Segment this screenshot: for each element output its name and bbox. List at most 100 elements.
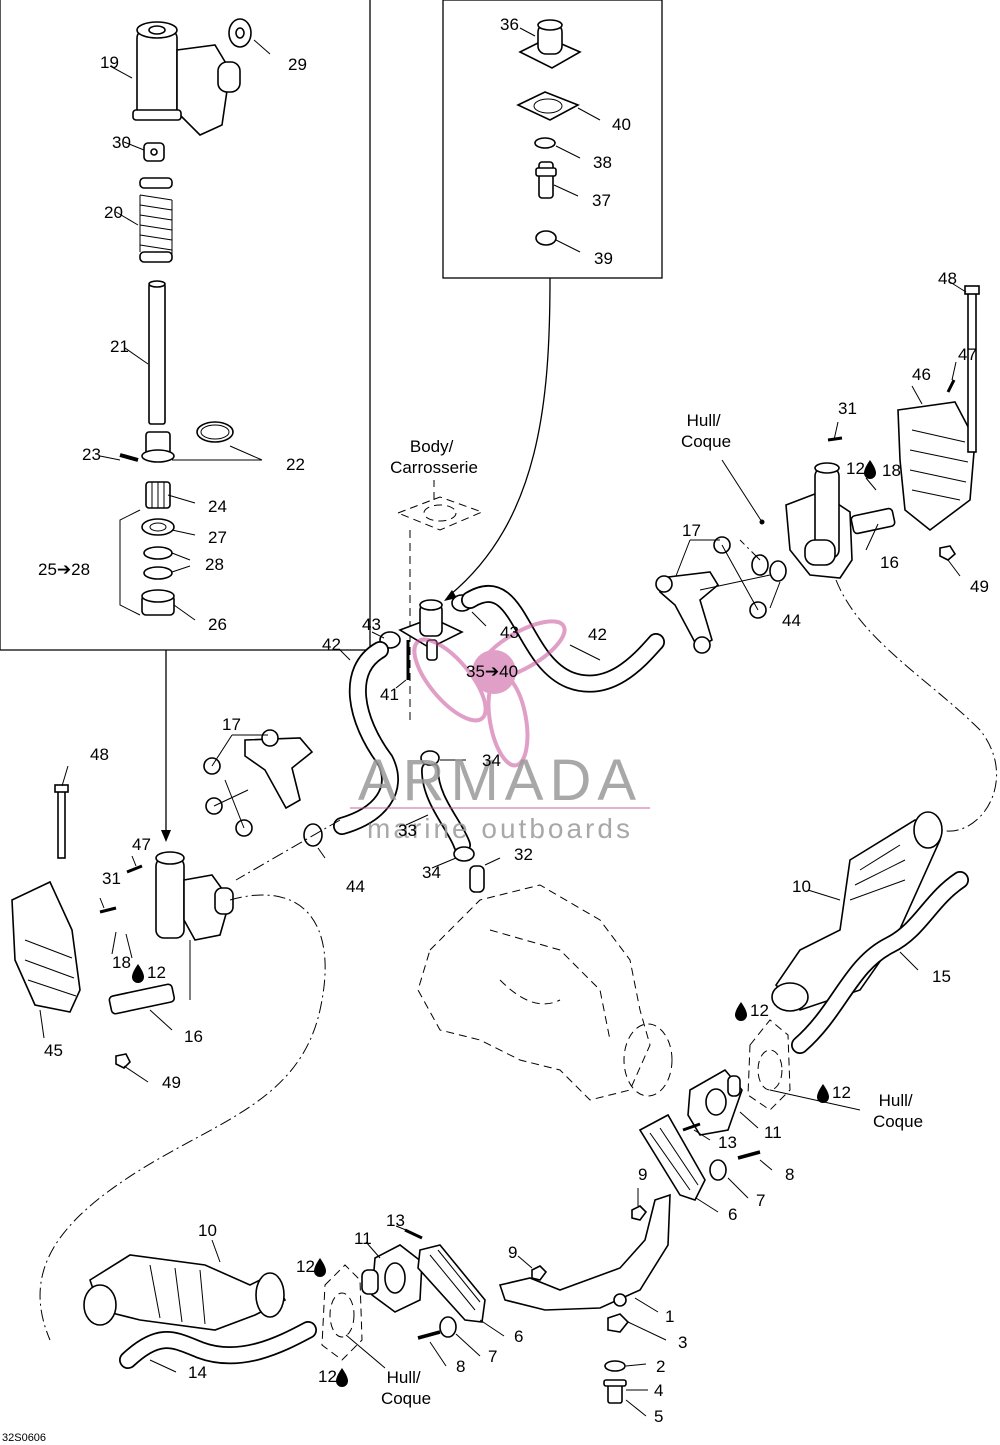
callout-42: 42	[588, 625, 607, 644]
callout-38: 38	[593, 153, 612, 172]
callout-12: 12	[846, 459, 865, 478]
bracket-25-28	[119, 509, 141, 616]
callout-33: 33	[398, 821, 417, 840]
callout-31: 31	[102, 869, 121, 888]
callout-31: 31	[838, 399, 857, 418]
callout-12: 12	[832, 1083, 851, 1102]
nut-49-left	[115, 1053, 131, 1069]
callout-7: 7	[756, 1191, 765, 1210]
callout-16: 16	[184, 1027, 203, 1046]
hose-14	[119, 1321, 317, 1369]
screw-13-left	[404, 1228, 423, 1240]
callout-39: 39	[594, 249, 613, 268]
washer-7-left	[439, 1316, 457, 1338]
callout-12: 12	[318, 1367, 337, 1386]
spline-16-right	[850, 507, 896, 535]
flange-11-right	[687, 1068, 743, 1136]
callout-1: 1	[665, 1307, 674, 1326]
callout-11: 11	[354, 1229, 372, 1248]
callout-17: 17	[222, 715, 241, 734]
stack-2-5	[603, 1313, 630, 1404]
callout-13: 13	[386, 1211, 405, 1230]
washer-7-right	[709, 1159, 727, 1181]
screw-31-left	[99, 906, 117, 914]
clamps-34	[420, 750, 475, 862]
hull-gasket-left	[321, 1264, 386, 1369]
nut-26	[141, 589, 175, 616]
flange-11-left	[361, 1244, 423, 1313]
hose-42-right	[461, 585, 665, 693]
callout-40: 40	[612, 115, 631, 134]
spring-20	[139, 177, 173, 263]
callout-26: 26	[208, 615, 227, 634]
jet-pipe-10-right	[771, 811, 943, 1012]
callout-5: 5	[654, 1407, 663, 1426]
callout-23: 23	[82, 445, 101, 464]
callout-13: 13	[718, 1133, 737, 1152]
spline-24	[145, 481, 171, 509]
callout-20: 20	[104, 203, 123, 222]
ring-22	[196, 421, 234, 443]
linkage-17-left	[203, 729, 314, 837]
hose-33	[421, 761, 471, 854]
hull-label-right: Hull/ Coque	[873, 1091, 923, 1131]
callout-14: 14	[188, 1363, 207, 1382]
callout-4: 4	[654, 1381, 663, 1400]
callout-18: 18	[882, 461, 901, 480]
callout-11: 11	[764, 1123, 782, 1142]
callout-41: 41	[380, 685, 399, 704]
washer-29	[228, 18, 252, 48]
housing-right	[785, 462, 853, 579]
bolt-48-left	[54, 784, 69, 859]
callout-29: 29	[288, 55, 307, 74]
o-ring-38	[534, 137, 556, 149]
callout-44: 44	[782, 611, 801, 630]
watermark-tagline: marine outboards	[367, 813, 633, 844]
grille-46	[897, 401, 976, 532]
callout-18: 18	[112, 953, 131, 972]
callout-16: 16	[880, 553, 899, 572]
callout-9: 9	[638, 1165, 647, 1184]
grille-45	[11, 880, 81, 1013]
shaft-37	[535, 161, 557, 199]
bolt-8-left	[417, 1330, 441, 1340]
spline-16-left	[108, 983, 176, 1015]
hull-label-bottom: Hull/ Coque	[381, 1368, 431, 1408]
collar-30	[143, 142, 165, 162]
callout-12: 12	[750, 1001, 769, 1020]
sealant-drop-icon	[864, 460, 876, 479]
callout-10: 10	[792, 877, 811, 896]
callout-19: 19	[100, 53, 119, 72]
pivot-36	[518, 19, 582, 69]
callout-43: 43	[500, 623, 519, 642]
screw-47-right	[946, 379, 956, 393]
range-label-35-40: 35➔40	[466, 662, 518, 681]
jet-pipe-10-left	[83, 1254, 287, 1331]
callout-8: 8	[785, 1165, 794, 1184]
hull-label-top: Hull/ Coque	[681, 411, 731, 451]
bolt-48-right	[964, 285, 980, 453]
sealant-drop-icon	[132, 964, 144, 983]
callout-47: 47	[132, 835, 151, 854]
steering-column-housing	[132, 21, 241, 136]
callout-27: 27	[208, 528, 227, 547]
callout-10: 10	[198, 1221, 217, 1240]
callout-30: 30	[112, 133, 131, 152]
top-inset-frame	[442, 0, 663, 601]
arm-6-left	[417, 1244, 486, 1323]
callout-47: 47	[958, 345, 977, 364]
watermark-logo	[412, 619, 567, 768]
hose-42-left	[333, 641, 399, 835]
leader-lines	[39, 27, 967, 1417]
bolt-8-right	[737, 1150, 761, 1160]
bracket-1	[498, 1193, 671, 1311]
callout-9: 9	[508, 1243, 517, 1262]
callout-22: 22	[286, 455, 305, 474]
callout-12: 12	[147, 963, 166, 982]
fitting-32	[469, 865, 485, 893]
callout-34: 34	[482, 751, 501, 770]
nut-9	[531, 1205, 648, 1281]
routing-lines	[39, 539, 998, 1341]
sealant-drop-icon	[336, 1368, 348, 1387]
hull-right-pointer	[721, 459, 765, 525]
